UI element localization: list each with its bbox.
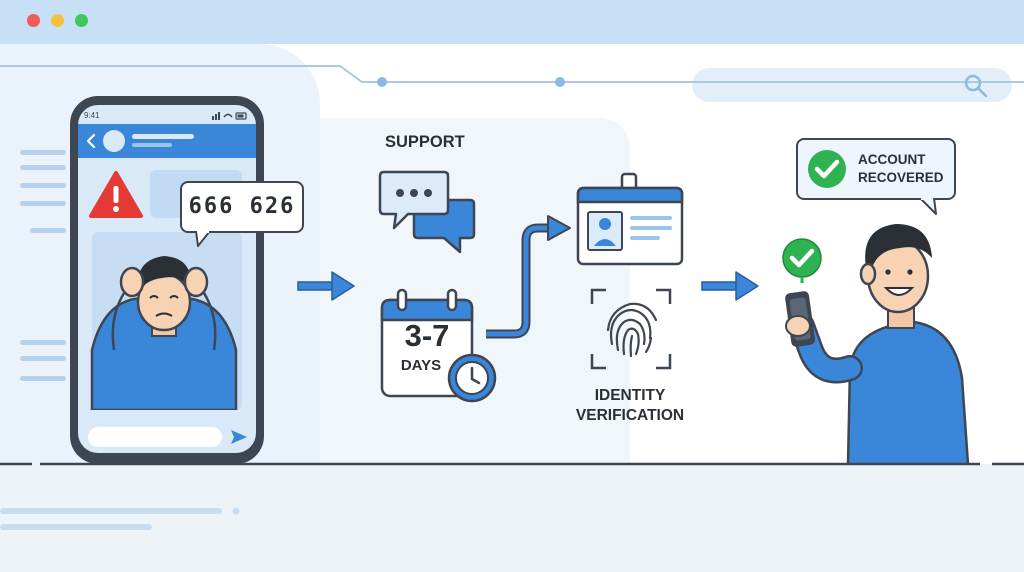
support-label: SUPPORT (385, 133, 465, 151)
fingerprint-icon (590, 288, 672, 370)
code-bubble-tail (195, 231, 211, 247)
success-badge-icon (782, 238, 822, 283)
phone-status-time: 9:41 (84, 111, 100, 120)
arrow-right-icon (701, 271, 759, 301)
close-window-button[interactable] (27, 14, 40, 27)
worried-person-illustration (90, 256, 238, 410)
connector-arrow (486, 215, 571, 339)
recovered-bubble-tail (919, 198, 937, 215)
contact-header (103, 130, 194, 152)
message-input[interactable] (88, 427, 222, 447)
window-titlebar (0, 0, 1024, 44)
search-icon[interactable] (962, 72, 990, 100)
clock-icon (447, 353, 497, 403)
search-bar[interactable] (692, 68, 1012, 102)
account-recovered-text: ACCOUNT RECOVERED (858, 151, 944, 187)
chat-bubbles-icon (378, 170, 476, 254)
minimize-window-button[interactable] (51, 14, 64, 27)
send-icon[interactable] (229, 428, 249, 446)
identity-label-line1: IDENTITY (594, 387, 666, 404)
wait-days-number: 3-7 (404, 318, 450, 353)
verification-code-bubble: 666 626 (180, 181, 304, 233)
happy-person-illustration (785, 224, 970, 465)
recovered-line2: RECOVERED (858, 170, 944, 185)
recovered-line1: ACCOUNT (858, 152, 926, 167)
back-icon[interactable] (84, 132, 98, 150)
phone-status-bar: 9:41 (84, 108, 250, 124)
id-badge-icon (576, 172, 684, 266)
arrow-right-icon (297, 271, 355, 301)
wait-days-unit: DAYS (400, 357, 442, 374)
maximize-window-button[interactable] (75, 14, 88, 27)
identity-label-line2: VERIFICATION (575, 407, 685, 424)
check-circle-icon (808, 150, 846, 188)
phone-status-icons (212, 112, 247, 120)
ground-area (0, 464, 1024, 572)
background-panel-middle (320, 118, 630, 464)
warning-icon (89, 171, 143, 218)
